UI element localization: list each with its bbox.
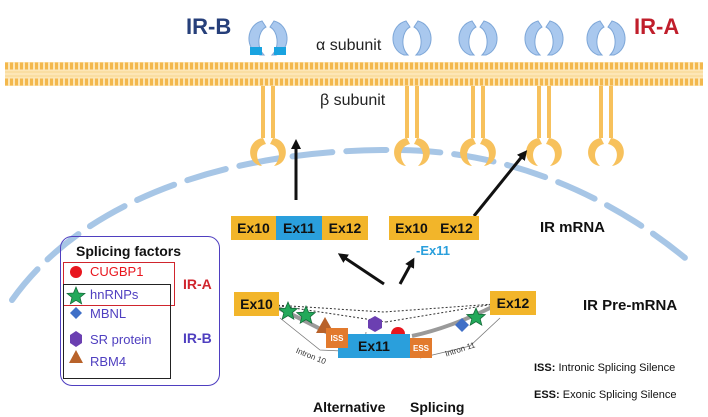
nuclear-envelope (9, 146, 693, 303)
receptor-ir-b-beta (250, 86, 286, 166)
ess-abbreviation: ESS: Exonic Splicing Silence (534, 389, 676, 401)
arrow-to-ir-a-mrna (398, 257, 415, 285)
legend-mbnl-label: MBNL (90, 306, 127, 321)
pre-mrna-ex11: Ex11 (338, 334, 410, 358)
hnrnp-star-3 (465, 306, 487, 327)
receptor-ir-a-1 (392, 20, 432, 56)
mrna-a-ex12: Ex12 (434, 216, 479, 240)
splicing-label: Splicing (410, 399, 465, 415)
mrna-b-ex12: Ex12 (322, 216, 368, 240)
receptor-ir-a-2 (458, 20, 498, 56)
legend-cugbp1-label: CUGBP1 (90, 264, 144, 279)
iss-box: ISS (326, 328, 348, 348)
alternative-label: Alternative (313, 399, 386, 415)
intron-11-line (411, 304, 495, 338)
mbnl-diamond (455, 318, 469, 332)
legend-title: Splicing factors (76, 243, 182, 259)
legend-group-b-label: IR-B (183, 330, 212, 346)
receptor-ir-a-3 (524, 20, 564, 56)
mrna-b-ex10: Ex10 (231, 216, 276, 240)
legend-mbnl-icon (70, 307, 82, 319)
legend-sr-protein-icon (70, 331, 82, 347)
ess-box: ESS (410, 338, 432, 358)
legend-rbm4-label: RBM4 (90, 354, 127, 369)
ir-mrna-label: IR mRNA (540, 219, 606, 236)
legend-group-a-label: IR-A (183, 276, 212, 292)
hnrnp-star-1 (277, 300, 299, 321)
receptor-ir-a-2-beta (460, 86, 496, 166)
minus-ex11-label: -Ex11 (416, 243, 450, 258)
ess-text: Exonic Splicing Silence (562, 389, 677, 401)
receptor-ir-a-4 (586, 20, 626, 56)
pre-mrna-ex12: Ex12 (490, 291, 536, 315)
iss-key: ISS: (534, 362, 556, 374)
arrow-to-ir-b-mrna (337, 253, 385, 286)
beta-subunit-label: β subunit (320, 92, 386, 109)
pre-mrna-ex10: Ex10 (234, 292, 279, 316)
legend-cugbp1-icon (70, 266, 82, 278)
splicing-factors-legend (60, 236, 220, 386)
legend-rbm4-icon (69, 350, 83, 363)
legend-sr-protein-label: SR protein (90, 332, 152, 347)
arrow-to-ir-a (472, 150, 528, 217)
sr-protein-hexagon (368, 316, 382, 332)
iss-text: Intronic Splicing Silence (558, 362, 676, 374)
receptor-ir-a-1-beta (394, 86, 430, 166)
receptor-ir-b (248, 20, 288, 56)
mrna-a-ex10: Ex10 (389, 216, 434, 240)
legend-hnrnp-icon (66, 285, 86, 305)
skip-line (273, 303, 495, 313)
legend-hnrnp-label: hnRNPs (90, 287, 139, 302)
ir-a-label: IR-A (634, 14, 680, 39)
splice-line-left (273, 304, 387, 323)
intron-11-bracket (419, 317, 501, 359)
legend-group-b-box (63, 284, 171, 379)
cell-membrane (5, 62, 703, 86)
receptor-ir-a-4-beta (588, 86, 624, 166)
ess-key: ESS: (534, 389, 560, 401)
alpha-subunit-label: α subunit (316, 37, 382, 54)
mrna-b-ex11: Ex11 (276, 216, 322, 240)
ir-b-label: IR-B (186, 14, 232, 39)
hnrnp-star-2 (295, 304, 317, 325)
receptor-ir-a-3-beta (526, 86, 562, 166)
iss-abbreviation: ISS: Intronic Splicing Silence (534, 362, 675, 374)
ir-pre-mrna-label: IR Pre-mRNA (583, 297, 678, 314)
